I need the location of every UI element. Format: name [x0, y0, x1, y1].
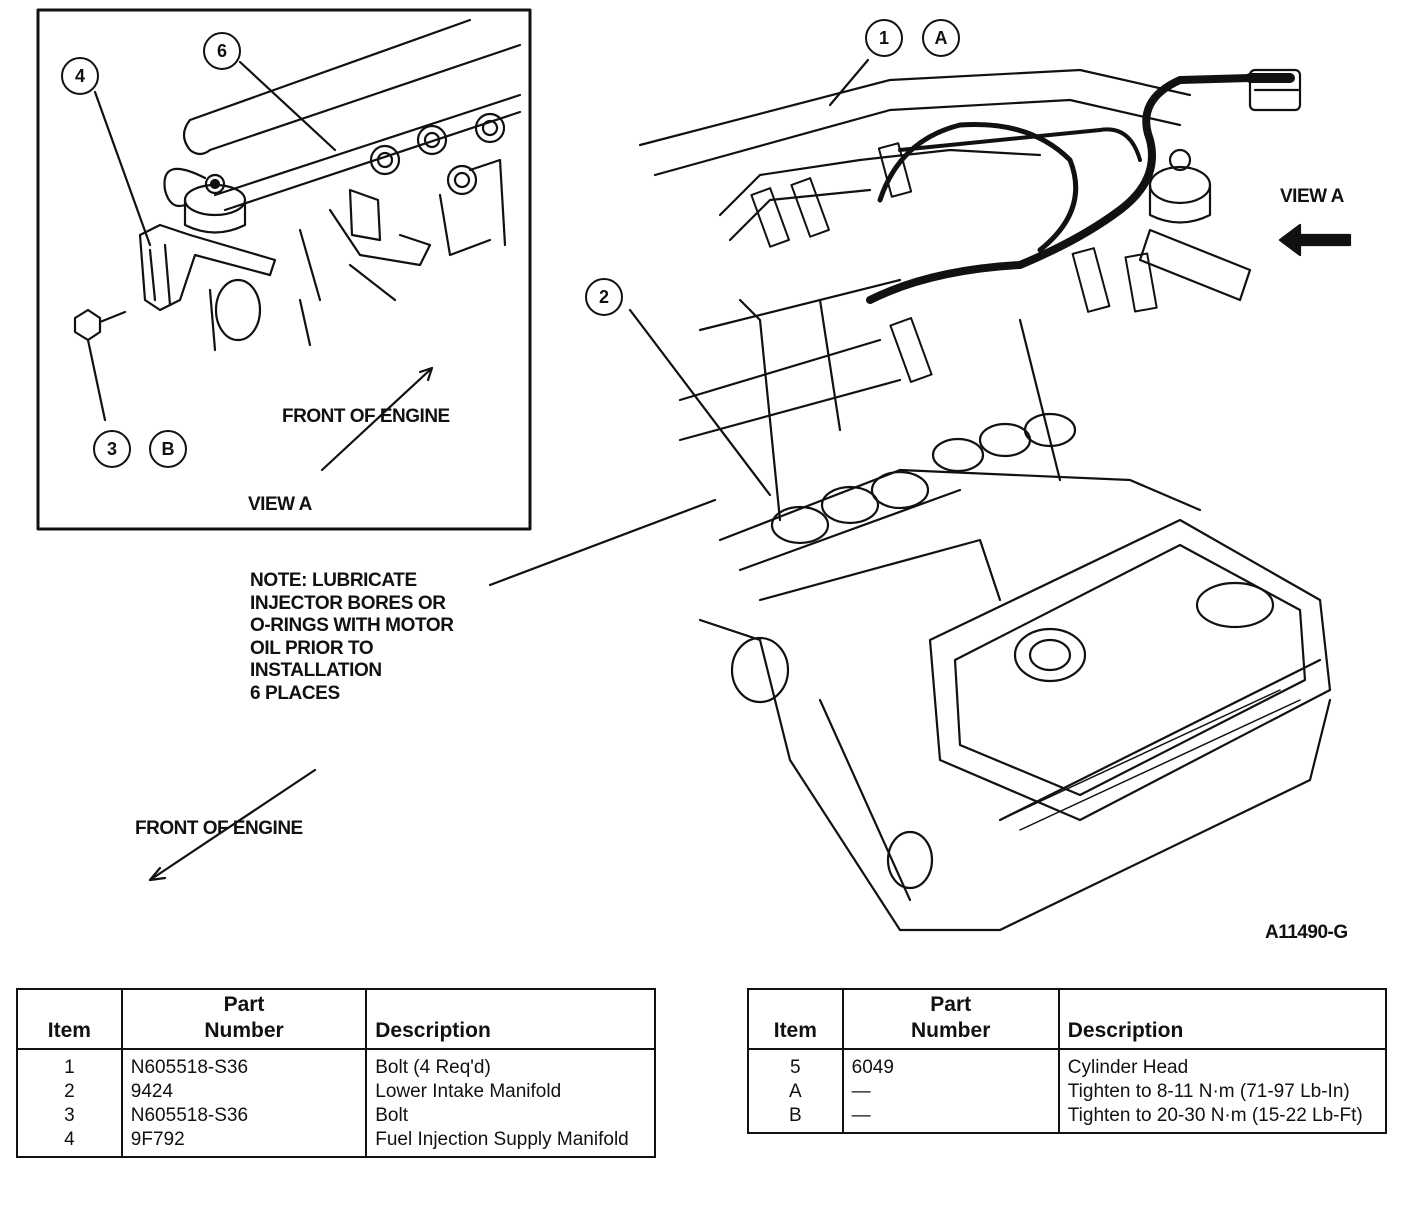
header-part-line2: Number: [204, 1019, 284, 1042]
cell-item: 3: [17, 1104, 123, 1128]
note-line: INJECTOR BORES OR: [250, 592, 446, 614]
table-row: 1 N605518-S36 Bolt (4 Req'd): [17, 1049, 655, 1080]
cell-description: Cylinder Head: [1067, 1057, 1189, 1078]
note-line: O-RINGS WITH MOTOR: [250, 615, 454, 636]
header-part-line1: Part: [223, 993, 265, 1016]
header-description: Description: [366, 989, 655, 1050]
header-item: Item: [748, 989, 844, 1050]
main-engine-drawing: [148, 58, 1352, 932]
cell-description: Tighten to 20-30 N·m (15-22 Lb-Ft): [1067, 1105, 1363, 1126]
cell-item: A: [748, 1080, 844, 1104]
callout-6: 6: [203, 32, 241, 70]
cell-part: —: [842, 1080, 1060, 1104]
cell-description: Fuel Injection Supply Manifold: [375, 1129, 629, 1150]
table-row: 2 9424 Lower Intake Manifold: [17, 1080, 655, 1104]
cell-item: 1: [17, 1049, 123, 1080]
note-line: NOTE: LUBRICATE: [250, 570, 417, 591]
table-row: 4 9F792 Fuel Injection Supply Manifold: [17, 1128, 655, 1157]
header-description: Description: [1058, 989, 1386, 1050]
header-item: Item: [17, 989, 123, 1050]
cell-part: 9424: [121, 1080, 368, 1104]
inset-frame: [36, 8, 532, 531]
callout-2: 2: [585, 278, 623, 316]
table-row: 5 6049 Cylinder Head: [748, 1049, 1386, 1080]
cell-item: 2: [17, 1080, 123, 1104]
header-part-line2: Number: [911, 1019, 991, 1042]
figure-id: A11490-G: [1265, 922, 1348, 943]
cell-part: 9F792: [121, 1128, 368, 1157]
cell-item: 5: [748, 1049, 844, 1080]
cell-description: Bolt (4 Req'd): [375, 1057, 491, 1078]
header-part-line1: Part: [930, 993, 972, 1016]
lubricate-note: NOTE: LUBRICATE INJECTOR BORES OR O-RING…: [250, 570, 454, 705]
note-line: OIL PRIOR TO: [250, 637, 374, 659]
table-row: 3 N605518-S36 Bolt: [17, 1104, 655, 1128]
cell-item: B: [748, 1104, 844, 1133]
note-line: INSTALLATION: [250, 660, 382, 681]
callout-1: 1: [865, 19, 903, 57]
table-row: B — Tighten to 20-30 N·m (15-22 Lb-Ft): [748, 1104, 1386, 1133]
cell-description: Lower Intake Manifold: [375, 1081, 562, 1102]
callout-3: 3: [93, 430, 131, 468]
cell-part: N605518-S36: [121, 1049, 368, 1080]
cell-part: N605518-S36: [121, 1104, 368, 1128]
cell-description: Bolt: [375, 1105, 408, 1126]
cell-description: Tighten to 8-11 N·m (71-97 Lb-In): [1067, 1081, 1350, 1102]
inset-view-label: VIEW A: [248, 494, 312, 515]
inset-front-label: FRONT OF ENGINE: [282, 406, 450, 427]
callout-4: 4: [61, 57, 99, 95]
callout-a: A: [922, 19, 960, 57]
view-a-label: VIEW A: [1280, 186, 1344, 207]
cell-item: 4: [17, 1128, 123, 1157]
note-line: 6 PLACES: [250, 682, 340, 704]
cell-part: —: [842, 1104, 1060, 1133]
inset-drawing: [73, 18, 522, 472]
cell-part: 6049: [842, 1049, 1060, 1080]
table-row: A — Tighten to 8-11 N·m (71-97 Lb-In): [748, 1080, 1386, 1104]
front-of-engine-label: FRONT OF ENGINE: [135, 818, 303, 839]
callout-b: B: [149, 430, 187, 468]
